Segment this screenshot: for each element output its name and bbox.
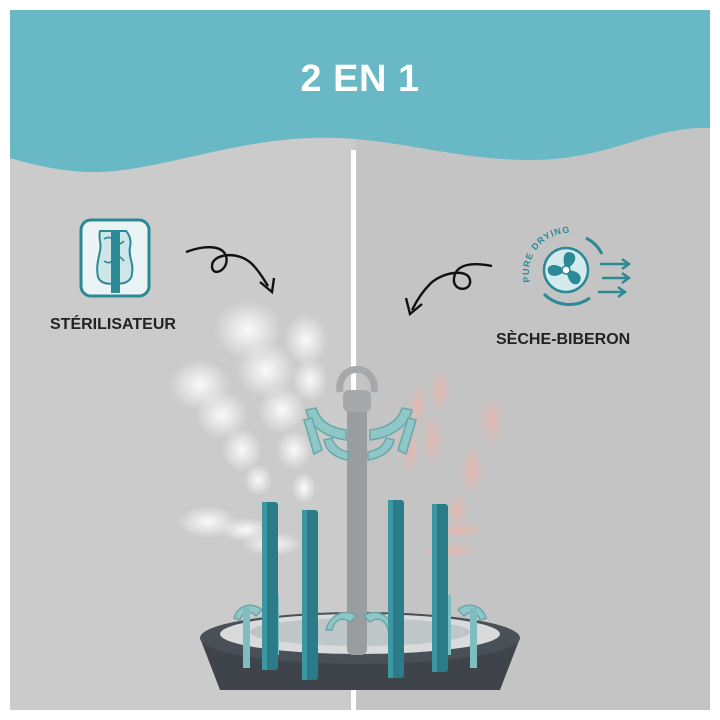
curved-arrow-right-icon	[185, 246, 276, 295]
pure-drying-fan-icon: PURE DRYING	[521, 225, 632, 306]
product-image: 2 EN 1 STÉRILISATEUR PURE DRYING	[10, 10, 710, 710]
sterilizer-bottle-icon	[79, 218, 151, 298]
drying-rack-illustration	[170, 300, 520, 690]
dryer-label: SÈCHE-BIBERON	[496, 331, 631, 348]
header-wave	[10, 10, 710, 173]
sterilizer-label: STÉRILISATEUR	[50, 316, 176, 333]
steam-plumes	[170, 300, 328, 556]
page-title: 2 EN 1	[300, 58, 420, 100]
curved-arrow-left-icon	[404, 263, 493, 317]
warm-airflow	[400, 366, 504, 558]
